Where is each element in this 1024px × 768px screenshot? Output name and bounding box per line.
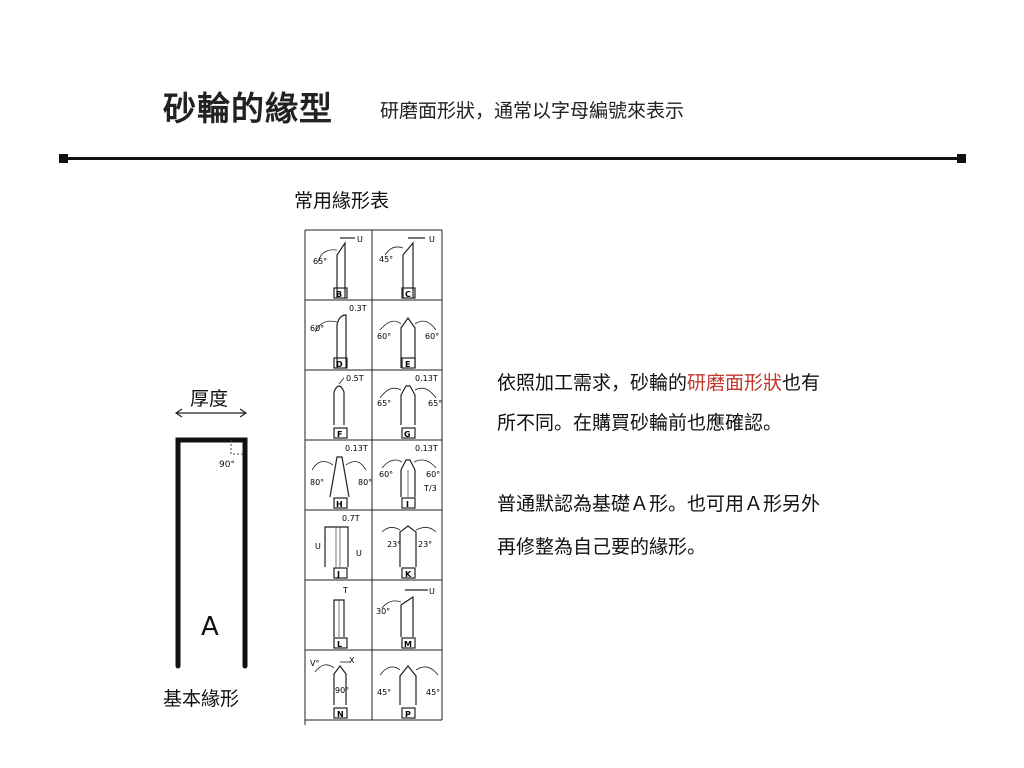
cell-m-label-2: U (429, 587, 435, 596)
profile-cell-e (379, 316, 437, 369)
profile-cell-f (333, 377, 348, 439)
page-title: 砂輪的緣型 (163, 89, 333, 128)
cell-k-label-1: 23° (387, 540, 401, 549)
profile-cell-p (379, 665, 439, 719)
cell-c-label-2: U (429, 235, 435, 244)
cell-k-code: K (405, 570, 412, 579)
cell-p-code: P (405, 710, 411, 719)
cell-j-label-3: U (356, 549, 362, 558)
cell-d-label-1: 60° (310, 324, 324, 333)
base-shape-caption: 基本緣形 (163, 688, 240, 710)
description-line-1-post: 也有 (782, 372, 821, 394)
thickness-label: 厚度 (190, 388, 229, 410)
cell-e-code: E (405, 360, 410, 369)
cell-e-label-1: 60° (377, 332, 391, 341)
cell-e-label-2: 60° (425, 332, 439, 341)
description-line-1: 依照加工需求，砂輪的研磨面形狀也有 (497, 368, 820, 395)
cell-f-code: F (337, 430, 342, 439)
cell-b-code: B (336, 290, 342, 299)
cell-c-label-1: 45° (379, 255, 393, 264)
profile-cell-m (381, 589, 428, 649)
title-divider (62, 157, 962, 160)
cell-h-label-1: 80° (310, 478, 324, 487)
cell-p-label-1: 45° (377, 688, 391, 697)
cell-g-label-1: 65° (377, 399, 391, 408)
divider-right-end (957, 154, 966, 163)
description-line-2: 所不同。在購買砂輪前也應確認。 (497, 412, 783, 434)
shape-letter-a: A (201, 612, 219, 642)
description-line-1-pre: 依照加工需求，砂輪的 (497, 372, 688, 394)
cell-d-code: D (336, 360, 343, 369)
profile-cell-d (314, 314, 348, 369)
profile-cell-g (379, 385, 437, 439)
description-line-3: 普通默認為基礎Ａ形。也可用Ａ形另外 (497, 493, 821, 515)
cell-b-label-2: U (357, 235, 363, 244)
cell-g-label-3: 0.13T (415, 374, 438, 383)
description-highlight: 研磨面形狀 (687, 372, 783, 394)
cell-f-label-1: 0.5T (346, 374, 364, 383)
cell-n-code: N (337, 710, 344, 719)
cell-i-label-3: 0.13T (415, 444, 438, 453)
cell-j-label-1: 0.7T (342, 514, 360, 523)
cell-c-code: C (405, 290, 411, 299)
cell-i-label-1: 60° (379, 470, 393, 479)
cell-j-label-2: U (315, 542, 321, 551)
profile-cell-k (381, 525, 437, 579)
cell-i-code: I (406, 500, 409, 509)
profile-cell-n (314, 661, 350, 719)
cell-j-code: J (336, 570, 340, 579)
profile-cell-c (384, 237, 425, 299)
description-line-4: 再修整為自己要的緣形。 (497, 536, 707, 558)
table-grid (304, 229, 443, 725)
profile-cell-h (311, 456, 367, 509)
cell-k-label-2: 23° (418, 540, 432, 549)
cell-g-label-2: 65° (428, 399, 442, 408)
cell-h-code: H (336, 500, 343, 509)
profile-cell-l (333, 599, 348, 649)
cell-g-code: G (404, 430, 411, 439)
cell-d-label-2: 0.3T (349, 304, 367, 313)
cell-p-label-2: 45° (426, 688, 440, 697)
cell-l-code: L (337, 640, 342, 649)
cell-i-label-2: 60° (426, 470, 440, 479)
cell-m-label-1: 30° (376, 607, 390, 616)
cell-b-label-1: 65° (313, 257, 327, 266)
profile-cell-b (317, 237, 355, 299)
cell-l-label-1: T (342, 586, 348, 595)
page-subtitle: 研磨面形狀，通常以字母編號來表示 (380, 100, 685, 122)
cell-n-label-2: X (349, 656, 355, 665)
right-angle-marker (230, 440, 245, 455)
angle-label: 90° (219, 460, 235, 470)
cell-n-label-1: V° (310, 659, 319, 668)
cell-m-code: M (404, 640, 412, 649)
table-title: 常用緣形表 (294, 190, 390, 212)
cell-h-label-2: 80° (358, 478, 372, 487)
cell-h-label-3: 0.13T (345, 444, 368, 453)
profile-cell-i (381, 459, 437, 509)
cell-i-label-4: T/3 (423, 484, 437, 493)
cell-n-label-3: 90° (335, 686, 349, 695)
profile-cell-j (324, 526, 349, 579)
